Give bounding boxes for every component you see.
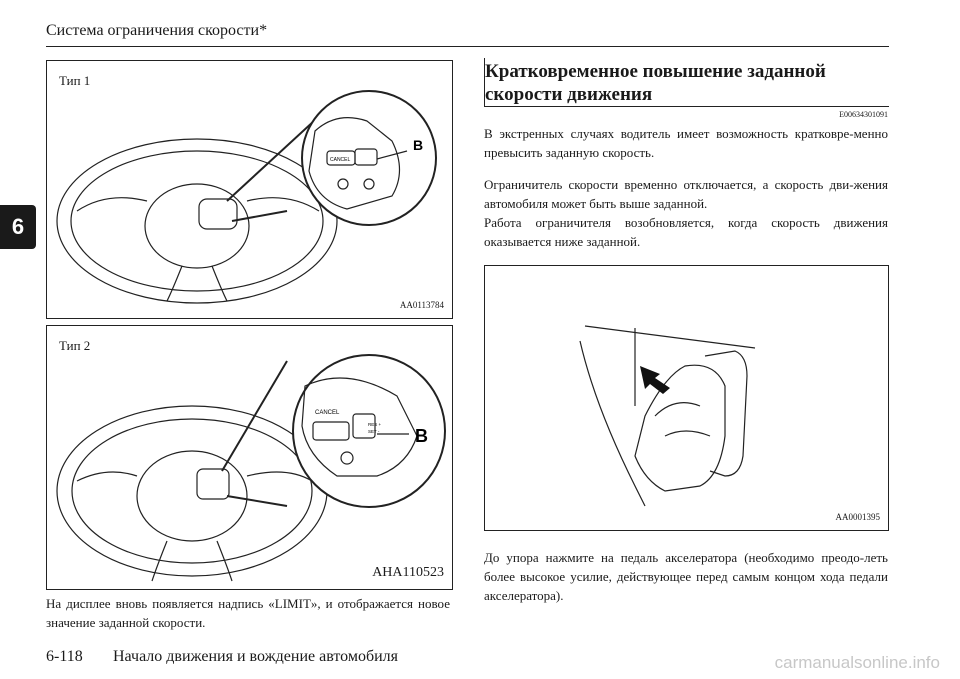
fig2-cancel-text: CANCEL xyxy=(315,410,340,416)
steering-wheel-type-2-illustration: CANCEL RES + SET - B xyxy=(56,354,446,582)
section-heading: Кратковременное повышение заданной скоро… xyxy=(485,61,826,105)
footer-chapter-title: Начало движения и вождение автомобиля xyxy=(113,648,399,665)
figure-label-type-2: Тип 2 xyxy=(59,338,91,353)
page-header-title: Система ограничения скорости* xyxy=(46,22,268,39)
left-column-paragraph: На дисплее вновь появляется надпись «LIM… xyxy=(46,596,450,630)
figure-accelerator-pedal: AA0001395 xyxy=(484,265,889,531)
section-heading-box: Кратковременное повышение заданной скоро… xyxy=(484,58,889,107)
figure-code-1: AA0113784 xyxy=(399,300,444,310)
steering-wheel-type-1-illustration: CANCEL B xyxy=(56,90,437,304)
accelerator-pedal-illustration xyxy=(579,325,756,507)
fig2-set-text: SET - xyxy=(368,429,380,434)
figure-code-3: AA0001395 xyxy=(835,512,881,522)
watermark[interactable]: carmanualsonline.info xyxy=(774,653,940,672)
figure-type-2: CANCEL RES + SET - B Тип 2 AHA110523 xyxy=(46,325,453,590)
fig1-callout-b: B xyxy=(413,137,423,153)
figure-type-1: CANCEL B Тип 1 AA0113784 xyxy=(46,60,453,319)
fig1-cancel-text: CANCEL xyxy=(330,157,351,163)
paragraph-limiter-resume: Работа ограничителя возобновляется, когд… xyxy=(484,215,888,249)
fig2-callout-b: B xyxy=(415,426,428,446)
footer-page-number: 6-118 xyxy=(46,648,83,665)
fig2-res-text: RES + xyxy=(368,422,382,427)
chapter-tab: 6 xyxy=(0,205,36,249)
press-direction-arrow xyxy=(640,366,670,394)
section-code: E00634301091 xyxy=(839,110,888,119)
paragraph-emergency: В экстренных случаях водитель имеет возм… xyxy=(484,126,888,160)
paragraph-limiter-off: Ограничитель скорости временно отключает… xyxy=(484,177,888,211)
header-rule xyxy=(46,46,889,47)
figure-code-2: AHA110523 xyxy=(372,565,444,580)
figure-label-type-1: Тип 1 xyxy=(59,73,91,88)
paragraph-press-pedal: До упора нажмите на педаль акселератора … xyxy=(484,550,888,603)
